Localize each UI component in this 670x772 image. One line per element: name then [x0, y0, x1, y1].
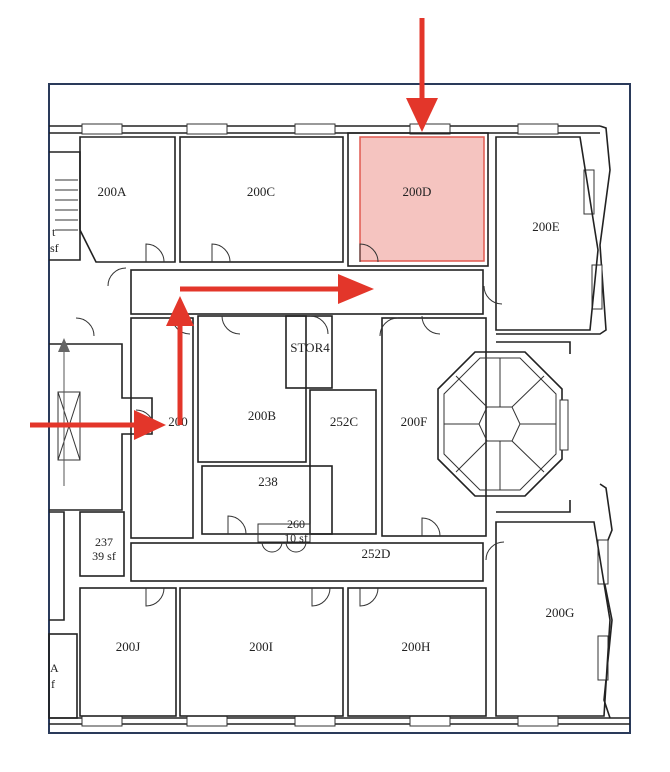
- label-left-fragment-bottom: A: [50, 661, 59, 675]
- window: [81, 123, 123, 135]
- label-STOR4: STOR4: [290, 340, 330, 355]
- room-238: [201, 465, 333, 535]
- arrowhead-down: [406, 98, 438, 132]
- room-STOR4: [285, 315, 333, 389]
- label-200E: 200E: [532, 219, 560, 234]
- room-200H: [347, 587, 487, 717]
- room-200B: [197, 315, 307, 463]
- label-200A: 200A: [98, 184, 128, 199]
- window: [81, 715, 123, 727]
- label-left-fragment-top-area: sf: [50, 241, 59, 255]
- label-237: 237: [95, 535, 113, 549]
- label-left-fragment-bottom-area: f: [51, 677, 55, 691]
- room-260: [257, 523, 311, 543]
- label-200B: 200B: [248, 408, 277, 423]
- window: [409, 123, 451, 135]
- window: [294, 715, 336, 727]
- window: [597, 539, 609, 585]
- room-200I: [179, 587, 344, 717]
- label-252D: 252D: [362, 546, 391, 561]
- route-arrows: [30, 18, 438, 440]
- arrowhead-entry-right: [134, 410, 166, 440]
- label-left-fragment-top: t: [52, 225, 56, 239]
- room-200E: [495, 136, 599, 331]
- window: [186, 123, 228, 135]
- room-200: [130, 317, 194, 539]
- arrowhead-up: [166, 296, 194, 326]
- elevator-shaft: [49, 338, 153, 511]
- label-200D: 200D: [403, 184, 432, 199]
- label-238: 238: [258, 474, 278, 489]
- label-200F: 200F: [401, 414, 428, 429]
- room-200C: [179, 136, 344, 263]
- room-200G: [495, 521, 611, 717]
- label-200G: 200G: [546, 605, 575, 620]
- label-200H: 200H: [402, 639, 431, 654]
- door-swings: [75, 243, 505, 607]
- room-200D: [359, 136, 485, 262]
- label-252C: 252C: [330, 414, 358, 429]
- label-200C: 200C: [247, 184, 275, 199]
- map-frame: [48, 83, 631, 734]
- octagon-rotunda: [437, 351, 569, 497]
- corridor-bottom: [130, 542, 484, 582]
- window: [294, 123, 336, 135]
- arrowhead-right: [338, 274, 374, 304]
- label-260: 260: [287, 517, 305, 531]
- window: [517, 123, 559, 135]
- window: [186, 715, 228, 727]
- room-200F: [381, 317, 487, 537]
- room-200A: [79, 136, 176, 263]
- corridor-top: [130, 269, 484, 315]
- window: [517, 715, 559, 727]
- label-200I: 200I: [249, 639, 273, 654]
- label-260-area: 10 sf: [284, 531, 308, 545]
- label-237-area: 39 sf: [92, 549, 116, 563]
- room-237: [79, 511, 125, 577]
- room-252C: [309, 389, 377, 535]
- label-200J: 200J: [116, 639, 141, 654]
- room-200J: [79, 587, 177, 717]
- window: [409, 715, 451, 727]
